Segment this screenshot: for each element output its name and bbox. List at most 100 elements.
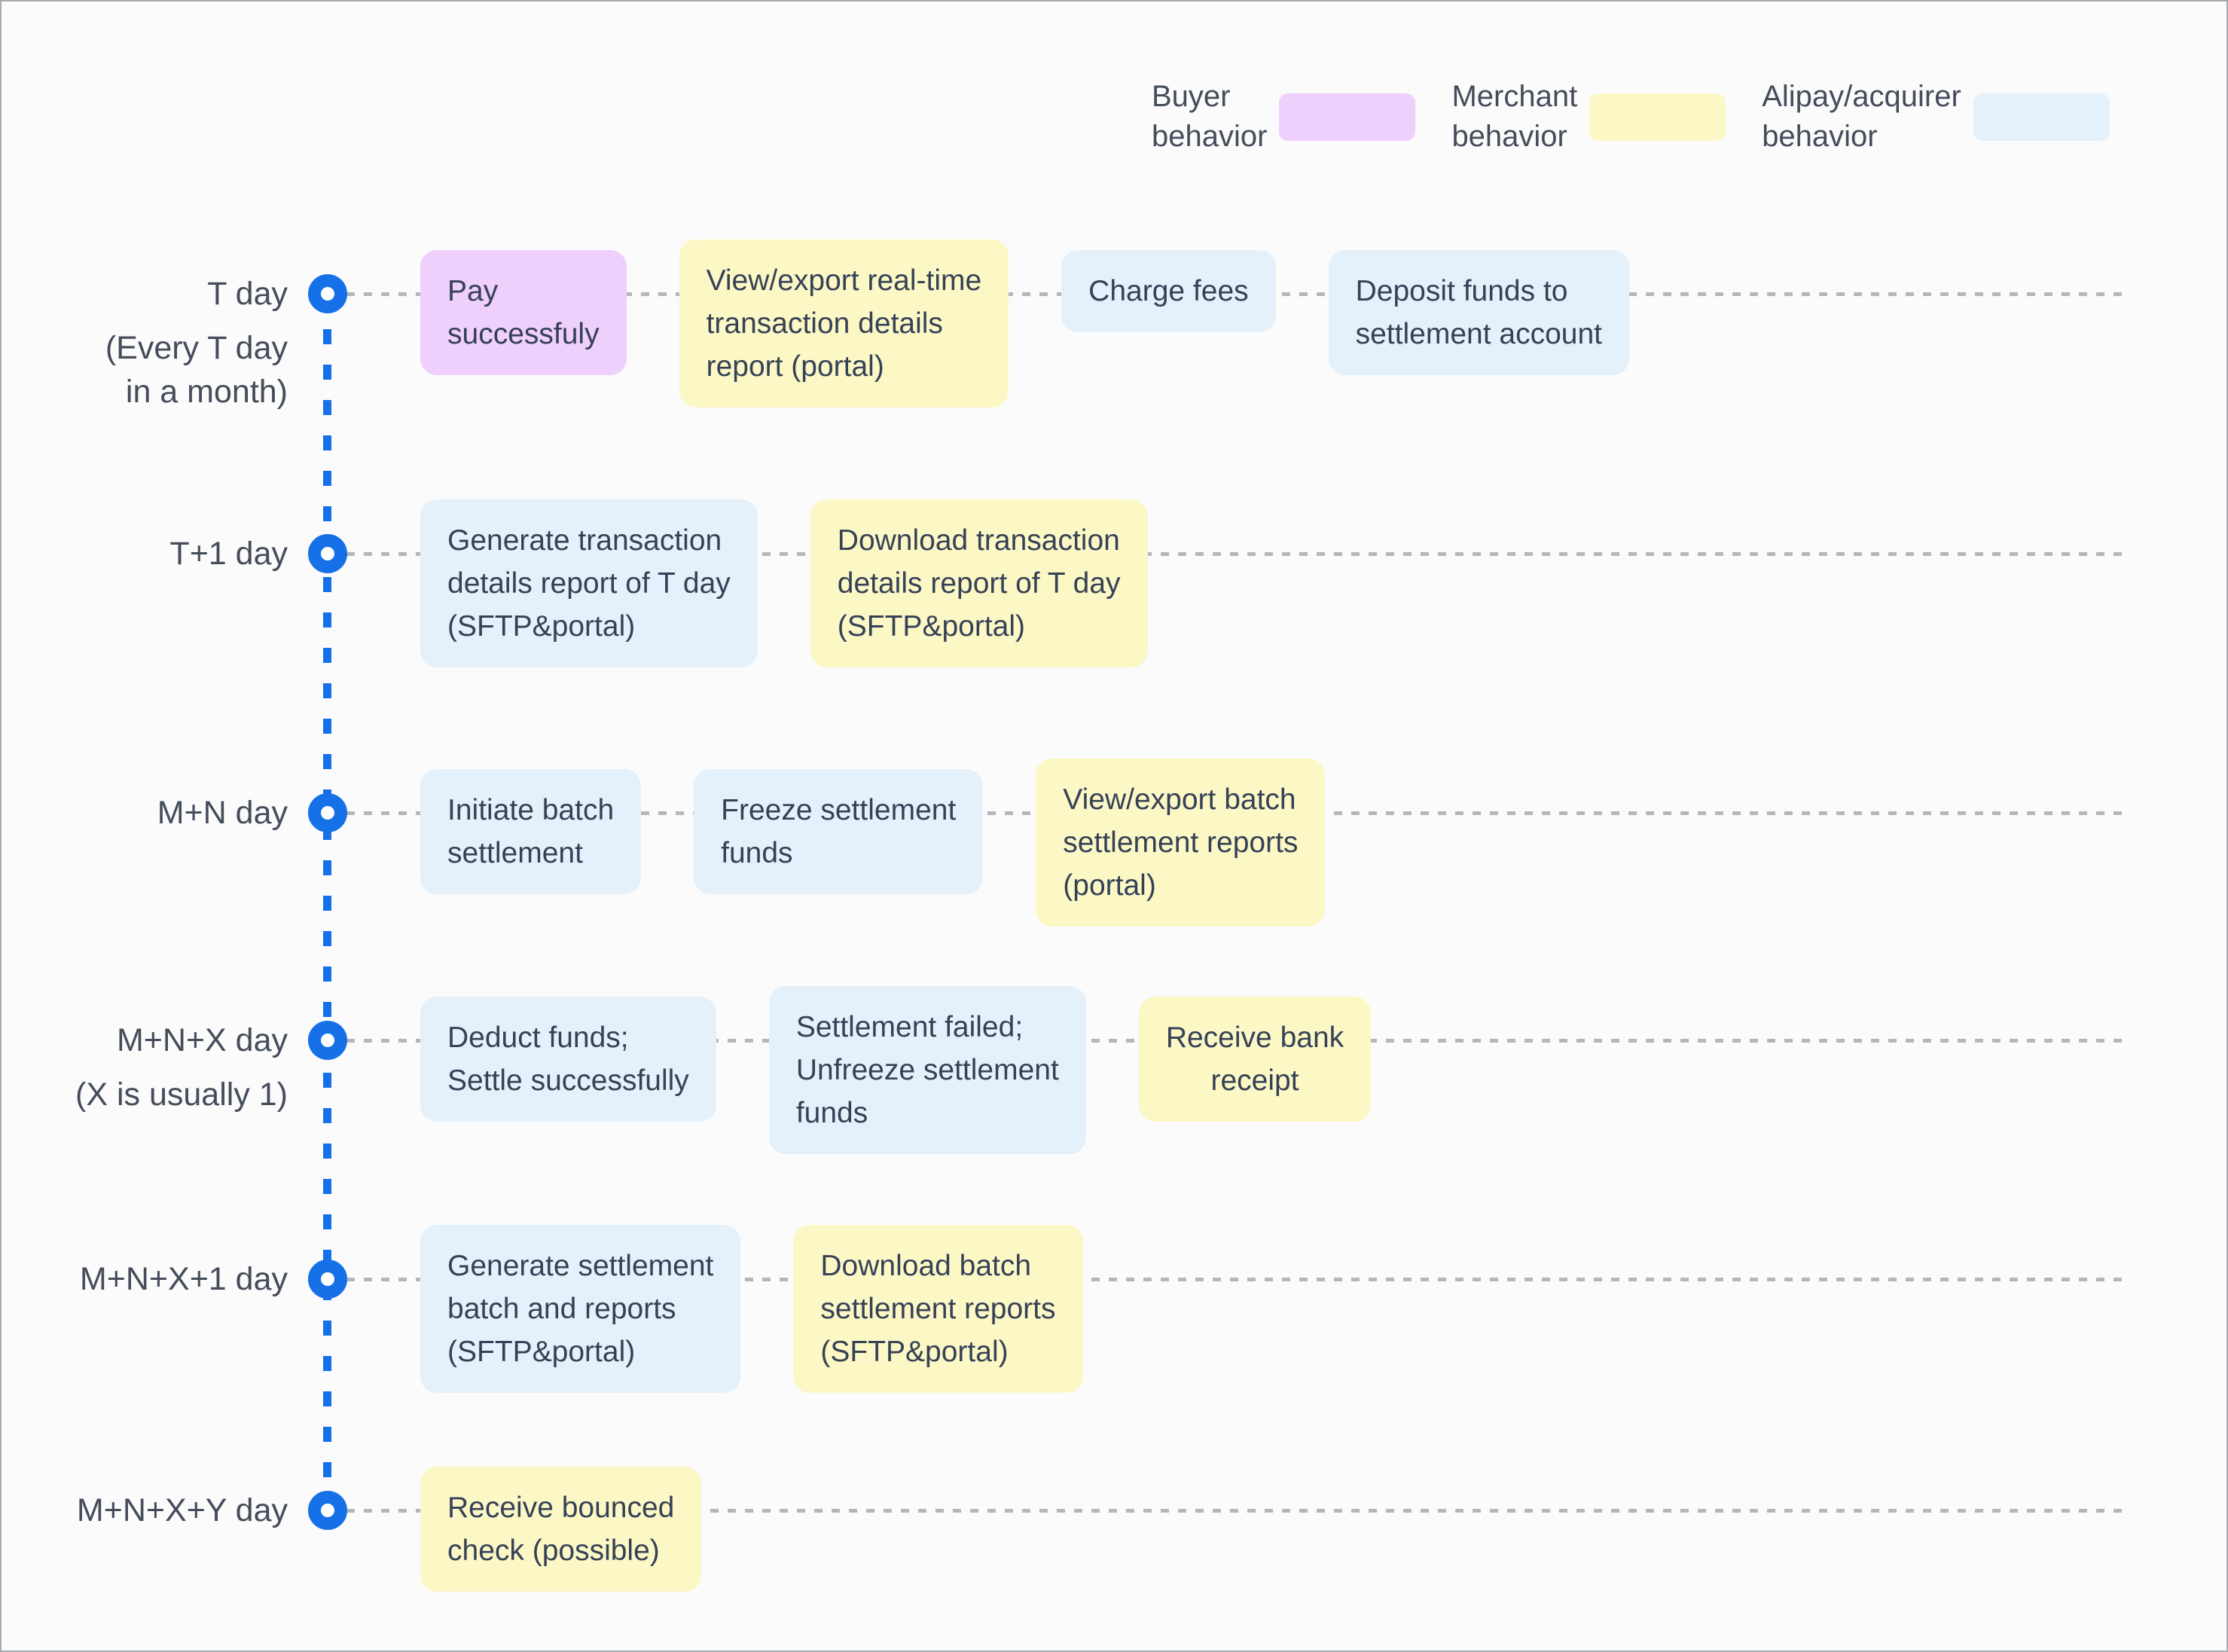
step-box-text-line: View/export real-time <box>706 264 982 297</box>
timeline-step-boxes: Receive bounced check (possible) <box>420 1456 702 1592</box>
timeline-label-block: T day (Every T day in a month) <box>2 272 288 414</box>
timeline-step-boxes: Deduct funds; Settle successfully Settleme… <box>420 986 1372 1154</box>
timeline-label: M+N day <box>157 795 288 831</box>
step-box-text-line: receipt <box>1210 1064 1299 1097</box>
step-box-text-line: Generate transaction <box>447 524 722 557</box>
timeline-node-dot <box>308 534 347 573</box>
timeline-label: M+N+X+Y day <box>76 1492 288 1528</box>
timeline-label: M+N+X+1 day <box>79 1261 288 1297</box>
step-box-text-line: Initiate batch <box>447 794 615 826</box>
step-box-text-line: check (possible) <box>447 1534 660 1567</box>
timeline-step-boxes: Generate settlement batch and reports (SFT… <box>420 1225 1083 1393</box>
legend-label-line: Merchant <box>1451 80 1578 113</box>
legend-label-buyer: Buyer behavior <box>1152 77 1267 157</box>
step-box-merchant: Receive bounced check (possible) <box>420 1467 702 1592</box>
step-box-text-line: funds <box>795 1097 868 1129</box>
step-box-text-line: (SFTP&portal) <box>837 610 1025 643</box>
step-box-text-line: Settlement failed; <box>795 1011 1024 1043</box>
step-box-text-line: report (portal) <box>706 350 884 383</box>
timeline-label-block: M+N day <box>2 791 288 835</box>
timeline-label: T day <box>207 276 288 312</box>
legend-label-line: Buyer <box>1152 80 1231 113</box>
step-box-text-line: Freeze settlement <box>721 794 957 826</box>
legend-item-acquirer: Alipay/acquirer behavior <box>1762 77 2110 157</box>
step-box-text-line: (SFTP&portal) <box>820 1336 1009 1368</box>
timeline-dotted-line <box>346 552 2123 556</box>
step-box-text-line: Receive bounced <box>447 1492 675 1524</box>
timeline-label-block: T+1 day <box>2 532 288 576</box>
timeline-dotted-line <box>346 1509 2123 1513</box>
step-box-text-line: Receive bank <box>1165 1021 1344 1054</box>
step-box-text-line: settlement account <box>1355 318 1602 350</box>
step-box-text-line: settlement reports <box>1063 826 1299 859</box>
timeline-vertical-dashed-line <box>323 294 331 1510</box>
timeline-node-dot <box>308 1021 347 1060</box>
timeline-dotted-line <box>346 1278 2123 1281</box>
step-box-text-line: funds <box>721 837 793 869</box>
step-box-acquirer: Freeze settlement funds <box>694 769 984 894</box>
step-box-text-line: settlement reports <box>820 1293 1056 1325</box>
timeline-label-caption: (X is usually 1) <box>2 1073 288 1116</box>
step-box-text-line: batch and reports <box>447 1293 676 1325</box>
legend-label-line: behavior <box>1152 120 1268 153</box>
step-box-acquirer: Charge fees <box>1061 250 1276 332</box>
legend-label-merchant: Merchant behavior <box>1451 77 1577 157</box>
timeline-label-block: M+N+X+1 day <box>2 1257 288 1301</box>
legend-item-merchant: Merchant behavior <box>1451 77 1726 157</box>
timeline-label-caption-line: (X is usually 1) <box>75 1076 288 1113</box>
step-box-text-line: Deduct funds; <box>447 1021 629 1054</box>
timeline-node-dot <box>308 1491 347 1530</box>
legend-label-line: behavior <box>1451 120 1567 153</box>
timeline-node-dot <box>308 274 347 313</box>
timeline-label-block: M+N+X+Y day <box>2 1489 288 1532</box>
step-box-text-line: (SFTP&portal) <box>447 1336 636 1368</box>
step-box-merchant: View/export real-time transaction details… <box>679 240 1009 408</box>
step-box-acquirer: Generate transaction details report of T … <box>420 499 758 667</box>
step-box-text-line: transaction details <box>706 307 943 340</box>
step-box-text-line: settlement <box>447 837 583 869</box>
legend-swatch-buyer <box>1279 93 1416 141</box>
step-box-text-line: Download batch <box>820 1250 1032 1282</box>
timeline-label: M+N+X day <box>116 1022 288 1058</box>
step-box-text-line: (portal) <box>1063 869 1156 902</box>
legend-swatch-merchant <box>1589 93 1726 141</box>
legend-label-line: behavior <box>1762 120 1878 153</box>
step-box-text-line: Deposit funds to <box>1355 275 1568 307</box>
step-box-merchant: Receive bank receipt <box>1138 997 1372 1122</box>
step-box-text-line: (SFTP&portal) <box>447 610 636 643</box>
step-box-text-line: Settle successfully <box>447 1064 689 1097</box>
step-box-text-line: View/export batch <box>1063 783 1296 816</box>
step-box-acquirer: Deposit funds to settlement account <box>1328 250 1629 375</box>
timeline-step-boxes: Generate transaction details report of T … <box>420 499 1148 667</box>
step-box-acquirer: Settlement failed; Unfreeze settlement fun… <box>768 986 1086 1154</box>
step-box-text-line: Generate settlement <box>447 1250 714 1282</box>
step-box-acquirer: Initiate batch settlement <box>420 769 642 894</box>
step-box-merchant: View/export batch settlement reports (port… <box>1036 759 1326 927</box>
step-box-text-line: successfuly <box>447 318 600 350</box>
timeline-node-dot <box>308 793 347 832</box>
legend-swatch-acquirer <box>1973 93 2110 141</box>
step-box-text-line: Charge fees <box>1088 275 1249 307</box>
timeline-label-caption-line: (Every T day <box>105 330 288 366</box>
step-box-merchant: Download transaction details report of T … <box>810 499 1148 667</box>
step-box-acquirer: Deduct funds; Settle successfully <box>420 997 716 1122</box>
step-box-text-line: details report of T day <box>447 567 731 600</box>
timeline-label-caption: (Every T day in a month) <box>2 326 288 414</box>
step-box-acquirer: Generate settlement batch and reports (SFT… <box>420 1225 741 1393</box>
legend-item-buyer: Buyer behavior <box>1152 77 1416 157</box>
timeline-label-caption-line: in a month) <box>125 374 288 410</box>
step-box-merchant: Download batch settlement reports (SFTP&po… <box>793 1225 1083 1393</box>
timeline-label: T+1 day <box>169 536 288 572</box>
step-box-text-line: Pay <box>447 275 499 307</box>
timeline-step-boxes: Pay successfuly View/export real-time trans… <box>420 240 1629 408</box>
step-box-text-line: Unfreeze settlement <box>795 1054 1059 1086</box>
legend-label-line: Alipay/acquirer <box>1762 80 1961 113</box>
step-box-text-line: Download transaction <box>837 524 1120 557</box>
timeline-node-dot <box>308 1260 347 1299</box>
step-box-text-line: details report of T day <box>837 567 1121 600</box>
step-box-buyer: Pay successfuly <box>420 250 627 375</box>
timeline-label-block: M+N+X day (X is usually 1) <box>2 1018 288 1116</box>
legend-label-acquirer: Alipay/acquirer behavior <box>1762 77 1961 157</box>
